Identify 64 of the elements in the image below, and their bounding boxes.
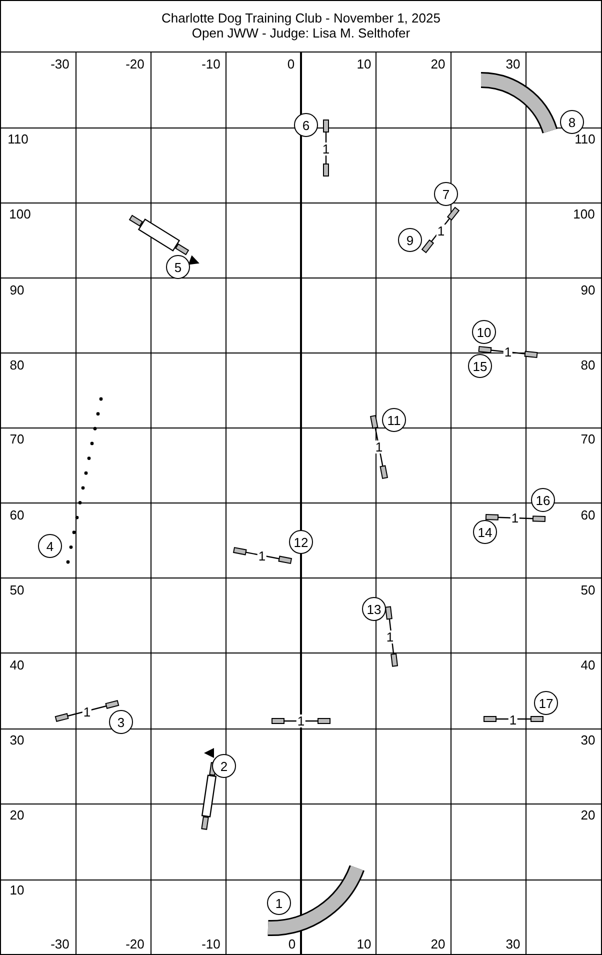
obstacle-number: 1 [267,891,291,915]
obstacle-number: 10 [472,320,496,344]
obstacle-number: 2 [212,754,236,778]
jump-height-label: 1 [296,714,306,728]
axis-number: 110 [574,132,596,146]
jump-height-label: 1 [510,512,520,524]
jump-height-label: 1 [257,550,267,562]
axis-number: 80 [580,358,596,372]
axis-number: 50 [10,584,24,596]
axis-number: 70 [10,432,24,446]
axis-number: 110 [8,132,28,146]
jump-height-label: 1 [503,346,513,358]
axis-number: 20 [430,58,446,70]
axis-number: 20 [430,938,446,950]
axis-number: -20 [126,58,144,70]
obstacle-number: 4 [38,534,62,558]
subtitle: Open JWW - Judge: Lisa M. Selthofer [192,26,410,40]
obstacle-number: 6 [294,113,318,137]
axis-number: 10 [10,884,24,896]
axis-number: -30 [50,938,70,950]
obstacle-number: 13 [362,597,386,621]
jump-height-label: 1 [321,142,331,156]
axis-number: 0 [288,938,296,950]
title: Charlotte Dog Training Club - November 1, 2025 [162,12,440,24]
axis-number: -20 [126,938,144,950]
axis-number: 0 [287,58,295,70]
axis-number: 30 [506,938,520,950]
jump-height-label: 1 [82,706,92,718]
axis-number: 30 [10,734,24,746]
axis-number: 20 [580,808,596,822]
axis-number: 30 [580,734,596,746]
obstacle-number: 7 [434,182,458,206]
axis-number: 10 [356,938,372,950]
axis-number: 100 [573,208,595,220]
axis-number: 40 [580,658,596,672]
obstacle-number: 14 [473,520,497,544]
obstacle-number: 17 [534,691,558,715]
axis-number: 10 [356,58,372,70]
obstacle-number: 12 [289,530,313,554]
axis-number: 80 [10,358,24,372]
axis-number: 60 [10,508,24,522]
axis-number: 100 [9,208,31,220]
obstacle-number: 9 [398,228,422,252]
jump-height-label: 1 [436,224,446,238]
jump-height-label: 1 [508,714,518,726]
axis-number: 70 [580,432,596,446]
axis-number: -10 [202,938,220,950]
obstacle-number: 3 [109,710,133,734]
axis-number: -10 [202,58,220,70]
axis-number: -30 [50,58,70,70]
obstacle-number: 15 [468,354,492,378]
jump-height-label: 1 [385,630,395,644]
axis-number: 90 [10,284,24,296]
obstacle-number: 8 [560,110,584,134]
axis-number: 50 [580,584,596,596]
axis-number: 40 [10,658,24,672]
obstacle-number: 5 [166,255,190,279]
jump-height-label: 1 [374,440,384,454]
obstacle-number: 16 [531,488,555,512]
axis-number: 30 [506,58,520,70]
obstacle-number: 11 [382,408,406,432]
axis-number: 60 [580,508,596,522]
axis-number: 20 [10,808,24,822]
axis-number: 90 [580,284,596,296]
